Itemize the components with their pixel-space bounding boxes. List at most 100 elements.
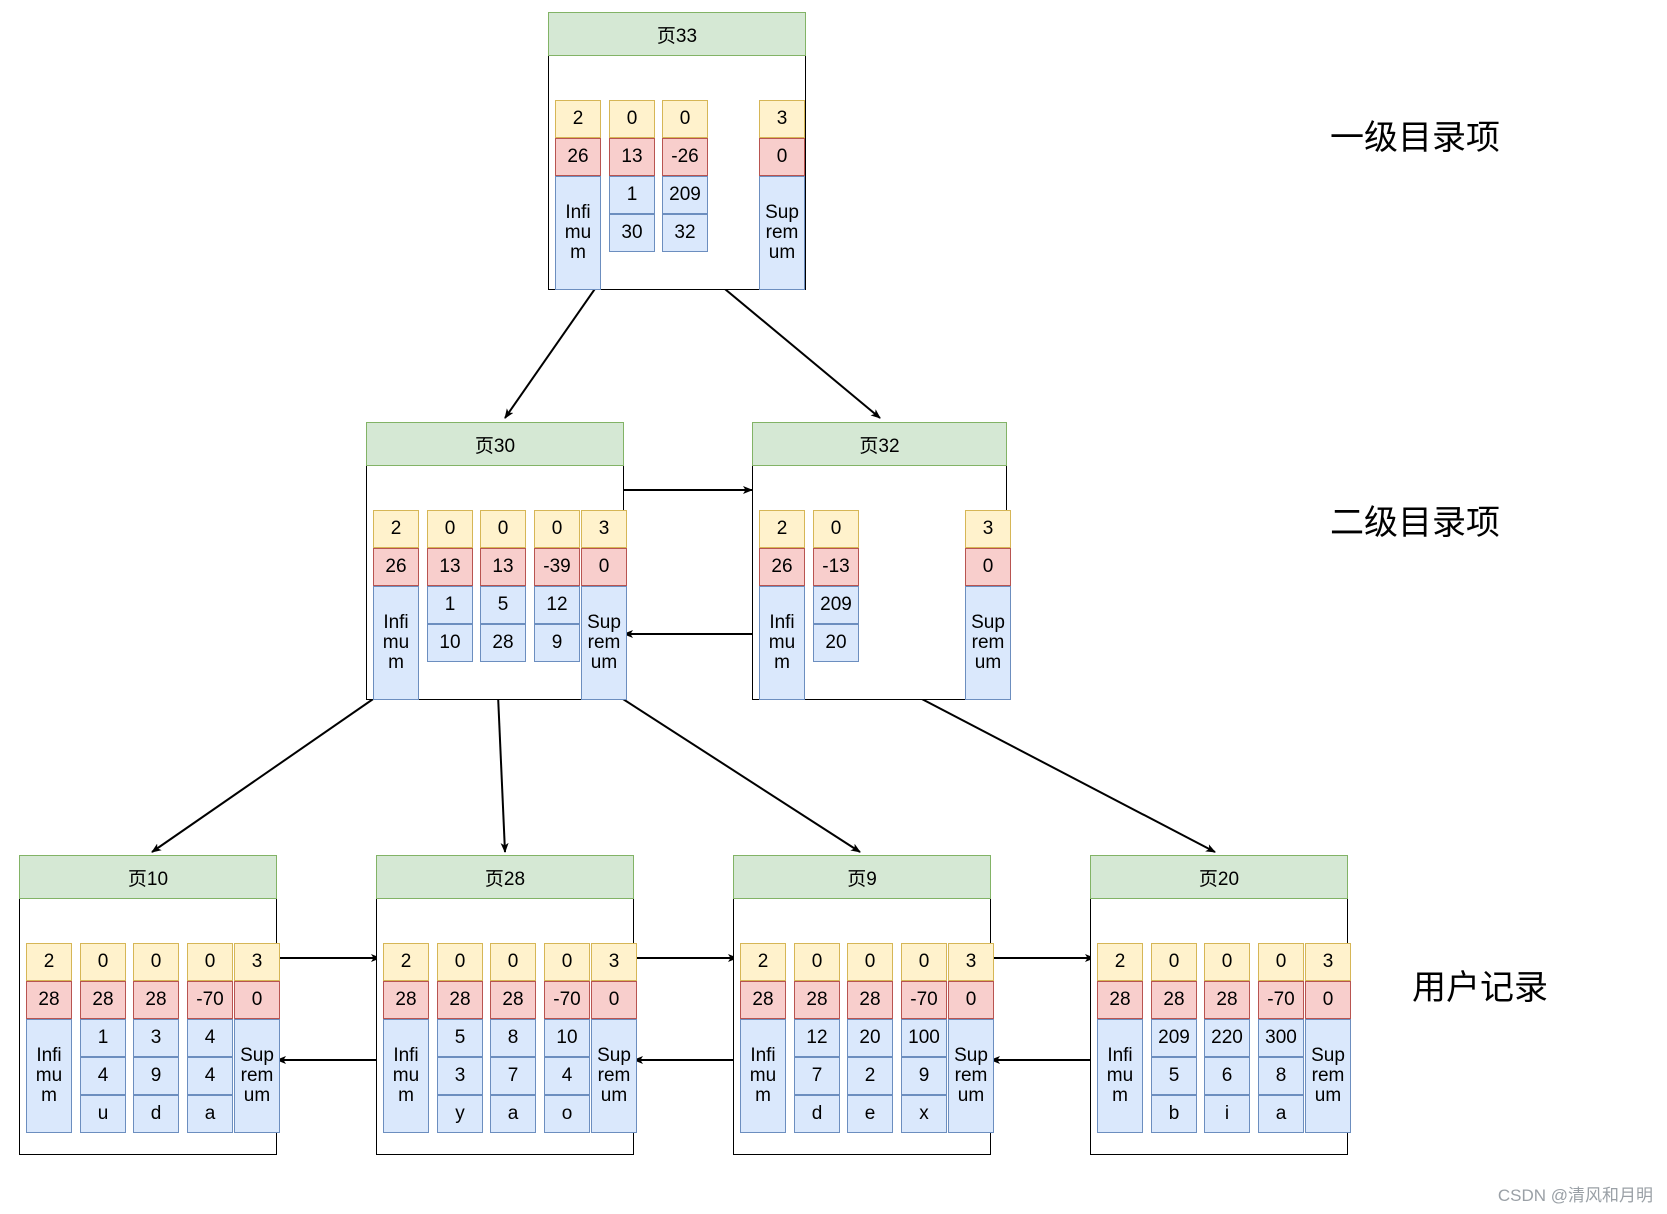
record-key: 12 — [534, 586, 580, 624]
record-flag: 0 — [1204, 943, 1250, 981]
record-next-offset: -39 — [534, 548, 580, 586]
record-user-1[interactable]: 0 28 5 3 y — [437, 943, 483, 1133]
page-body: 2 28 Infi mu m 0 28 1 4 u 0 28 3 9 d — [20, 899, 280, 1153]
record-flag: 0 — [490, 943, 536, 981]
record-user-3[interactable]: 0 -70 10 4 o — [544, 943, 590, 1133]
record-key: 209 — [662, 176, 708, 214]
record-dir-3[interactable]: 0 -39 12 9 — [534, 510, 580, 662]
infimum-line-2: mu — [749, 1065, 777, 1087]
record-flag: 2 — [26, 943, 72, 981]
record-supremum-label: Sup rem um — [948, 1019, 994, 1133]
record-flag: 0 — [1151, 943, 1197, 981]
record-page-ref: 20 — [813, 624, 859, 662]
record-next-offset: 28 — [1097, 981, 1143, 1019]
infimum-line-2: mu — [564, 222, 592, 244]
record-user-2[interactable]: 0 28 3 9 d — [133, 943, 179, 1133]
record-user-1[interactable]: 0 28 12 7 d — [794, 943, 840, 1133]
level-3-label: 用户记录 — [1412, 969, 1548, 1007]
record-next-offset: 28 — [794, 981, 840, 1019]
record-col-1: 5 — [437, 1019, 483, 1057]
record-supremum-label: Sup rem um — [965, 586, 1011, 700]
record-col-2: 3 — [437, 1057, 483, 1095]
record-col-3: a — [187, 1095, 233, 1133]
record-col-3: o — [544, 1095, 590, 1133]
record-next-offset: 28 — [1204, 981, 1250, 1019]
record-flag: 3 — [1305, 943, 1351, 981]
record-dir-1[interactable]: 0 13 1 10 — [427, 510, 473, 662]
page-title: 页20 — [1090, 855, 1348, 899]
record-user-1[interactable]: 0 28 1 4 u — [80, 943, 126, 1133]
record-user-1[interactable]: 0 28 209 5 b — [1151, 943, 1197, 1133]
record-col-2: 5 — [1151, 1057, 1197, 1095]
record-key: 1 — [609, 176, 655, 214]
record-supremum[interactable]: 3 0 Sup rem um — [581, 510, 627, 700]
record-infimum[interactable]: 2 28 Infi mu m — [740, 943, 786, 1133]
infimum-line-3: m — [398, 1084, 414, 1106]
record-infimum[interactable]: 2 26 Infi mu m — [373, 510, 419, 700]
supremum-line-3: um — [1314, 1084, 1342, 1106]
record-infimum-label: Infi mu m — [555, 176, 601, 290]
infimum-line-3: m — [41, 1084, 57, 1106]
record-supremum[interactable]: 3 0 Sup rem um — [948, 943, 994, 1133]
infimum-line-2: mu — [768, 632, 796, 654]
record-col-1: 10 — [544, 1019, 590, 1057]
record-col-1: 300 — [1258, 1019, 1304, 1057]
record-key: 1 — [427, 586, 473, 624]
record-next-offset: 28 — [80, 981, 126, 1019]
record-dir-1[interactable]: 0 13 1 30 — [609, 100, 655, 252]
record-supremum[interactable]: 3 0 Sup rem um — [759, 100, 805, 290]
record-col-1: 1 — [80, 1019, 126, 1057]
page-node-page9[interactable]: 页9 2 28 Infi mu m 0 28 12 7 d 0 28 — [733, 855, 994, 1155]
record-infimum-label: Infi mu m — [383, 1019, 429, 1133]
page-node-page20[interactable]: 页20 2 28 Infi mu m 0 28 209 5 b 0 28 — [1090, 855, 1351, 1155]
record-next-offset: 0 — [591, 981, 637, 1019]
record-flag: 0 — [794, 943, 840, 981]
record-infimum[interactable]: 2 26 Infi mu m — [759, 510, 805, 700]
record-supremum[interactable]: 3 0 Sup rem um — [965, 510, 1011, 700]
page-node-page32[interactable]: 页32 2 26 Infi mu m 0 -13 209 20 3 0 — [752, 422, 1011, 700]
record-infimum[interactable]: 2 26 Infi mu m — [555, 100, 601, 290]
page-body: 2 28 Infi mu m 0 28 5 3 y 0 28 8 7 a — [377, 899, 637, 1153]
record-user-2[interactable]: 0 28 220 6 i — [1204, 943, 1250, 1133]
record-supremum[interactable]: 3 0 Sup rem um — [1305, 943, 1351, 1133]
page-node-page10[interactable]: 页10 2 28 Infi mu m 0 28 1 4 u 0 28 — [19, 855, 280, 1155]
record-infimum[interactable]: 2 28 Infi mu m — [26, 943, 72, 1133]
record-page-ref: 32 — [662, 214, 708, 252]
record-supremum[interactable]: 3 0 Sup rem um — [234, 943, 280, 1133]
record-col-3: a — [1258, 1095, 1304, 1133]
supremum-line-2: rem — [971, 632, 1005, 654]
page-body: 2 26 Infi mu m 0 13 1 10 0 13 5 28 — [367, 466, 627, 700]
record-dir-2[interactable]: 0 13 5 28 — [480, 510, 526, 662]
record-user-2[interactable]: 0 28 20 2 e — [847, 943, 893, 1133]
record-infimum[interactable]: 2 28 Infi mu m — [383, 943, 429, 1133]
infimum-line-2: mu — [382, 632, 410, 654]
record-next-offset: 0 — [581, 548, 627, 586]
page-node-page28[interactable]: 页28 2 28 Infi mu m 0 28 5 3 y 0 28 — [376, 855, 637, 1155]
supremum-line-1: Sup — [954, 1045, 988, 1067]
record-user-3[interactable]: 0 -70 100 9 x — [901, 943, 947, 1133]
record-col-3: d — [794, 1095, 840, 1133]
record-col-1: 209 — [1151, 1019, 1197, 1057]
record-flag: 0 — [187, 943, 233, 981]
record-dir-2[interactable]: 0 -26 209 32 — [662, 100, 708, 252]
record-user-2[interactable]: 0 28 8 7 a — [490, 943, 536, 1133]
record-col-2: 9 — [133, 1057, 179, 1095]
record-user-3[interactable]: 0 -70 300 8 a — [1258, 943, 1304, 1133]
record-infimum[interactable]: 2 28 Infi mu m — [1097, 943, 1143, 1133]
record-user-3[interactable]: 0 -70 4 4 a — [187, 943, 233, 1133]
record-next-offset: 26 — [373, 548, 419, 586]
page-node-page33[interactable]: 页33 2 26 Infi mu m 0 13 1 30 0 -26 209 — [548, 12, 806, 290]
record-col-2: 7 — [794, 1057, 840, 1095]
record-flag: 3 — [234, 943, 280, 981]
record-next-offset: 28 — [1151, 981, 1197, 1019]
page-body: 2 28 Infi mu m 0 28 209 5 b 0 28 220 6 — [1091, 899, 1351, 1153]
record-flag: 2 — [1097, 943, 1143, 981]
record-col-2: 8 — [1258, 1057, 1304, 1095]
record-supremum[interactable]: 3 0 Sup rem um — [591, 943, 637, 1133]
record-col-3: d — [133, 1095, 179, 1133]
record-col-2: 6 — [1204, 1057, 1250, 1095]
record-col-1: 12 — [794, 1019, 840, 1057]
record-col-1: 20 — [847, 1019, 893, 1057]
record-dir-1[interactable]: 0 -13 209 20 — [813, 510, 859, 662]
page-node-page30[interactable]: 页30 2 26 Infi mu m 0 13 1 10 0 13 5 — [366, 422, 627, 700]
